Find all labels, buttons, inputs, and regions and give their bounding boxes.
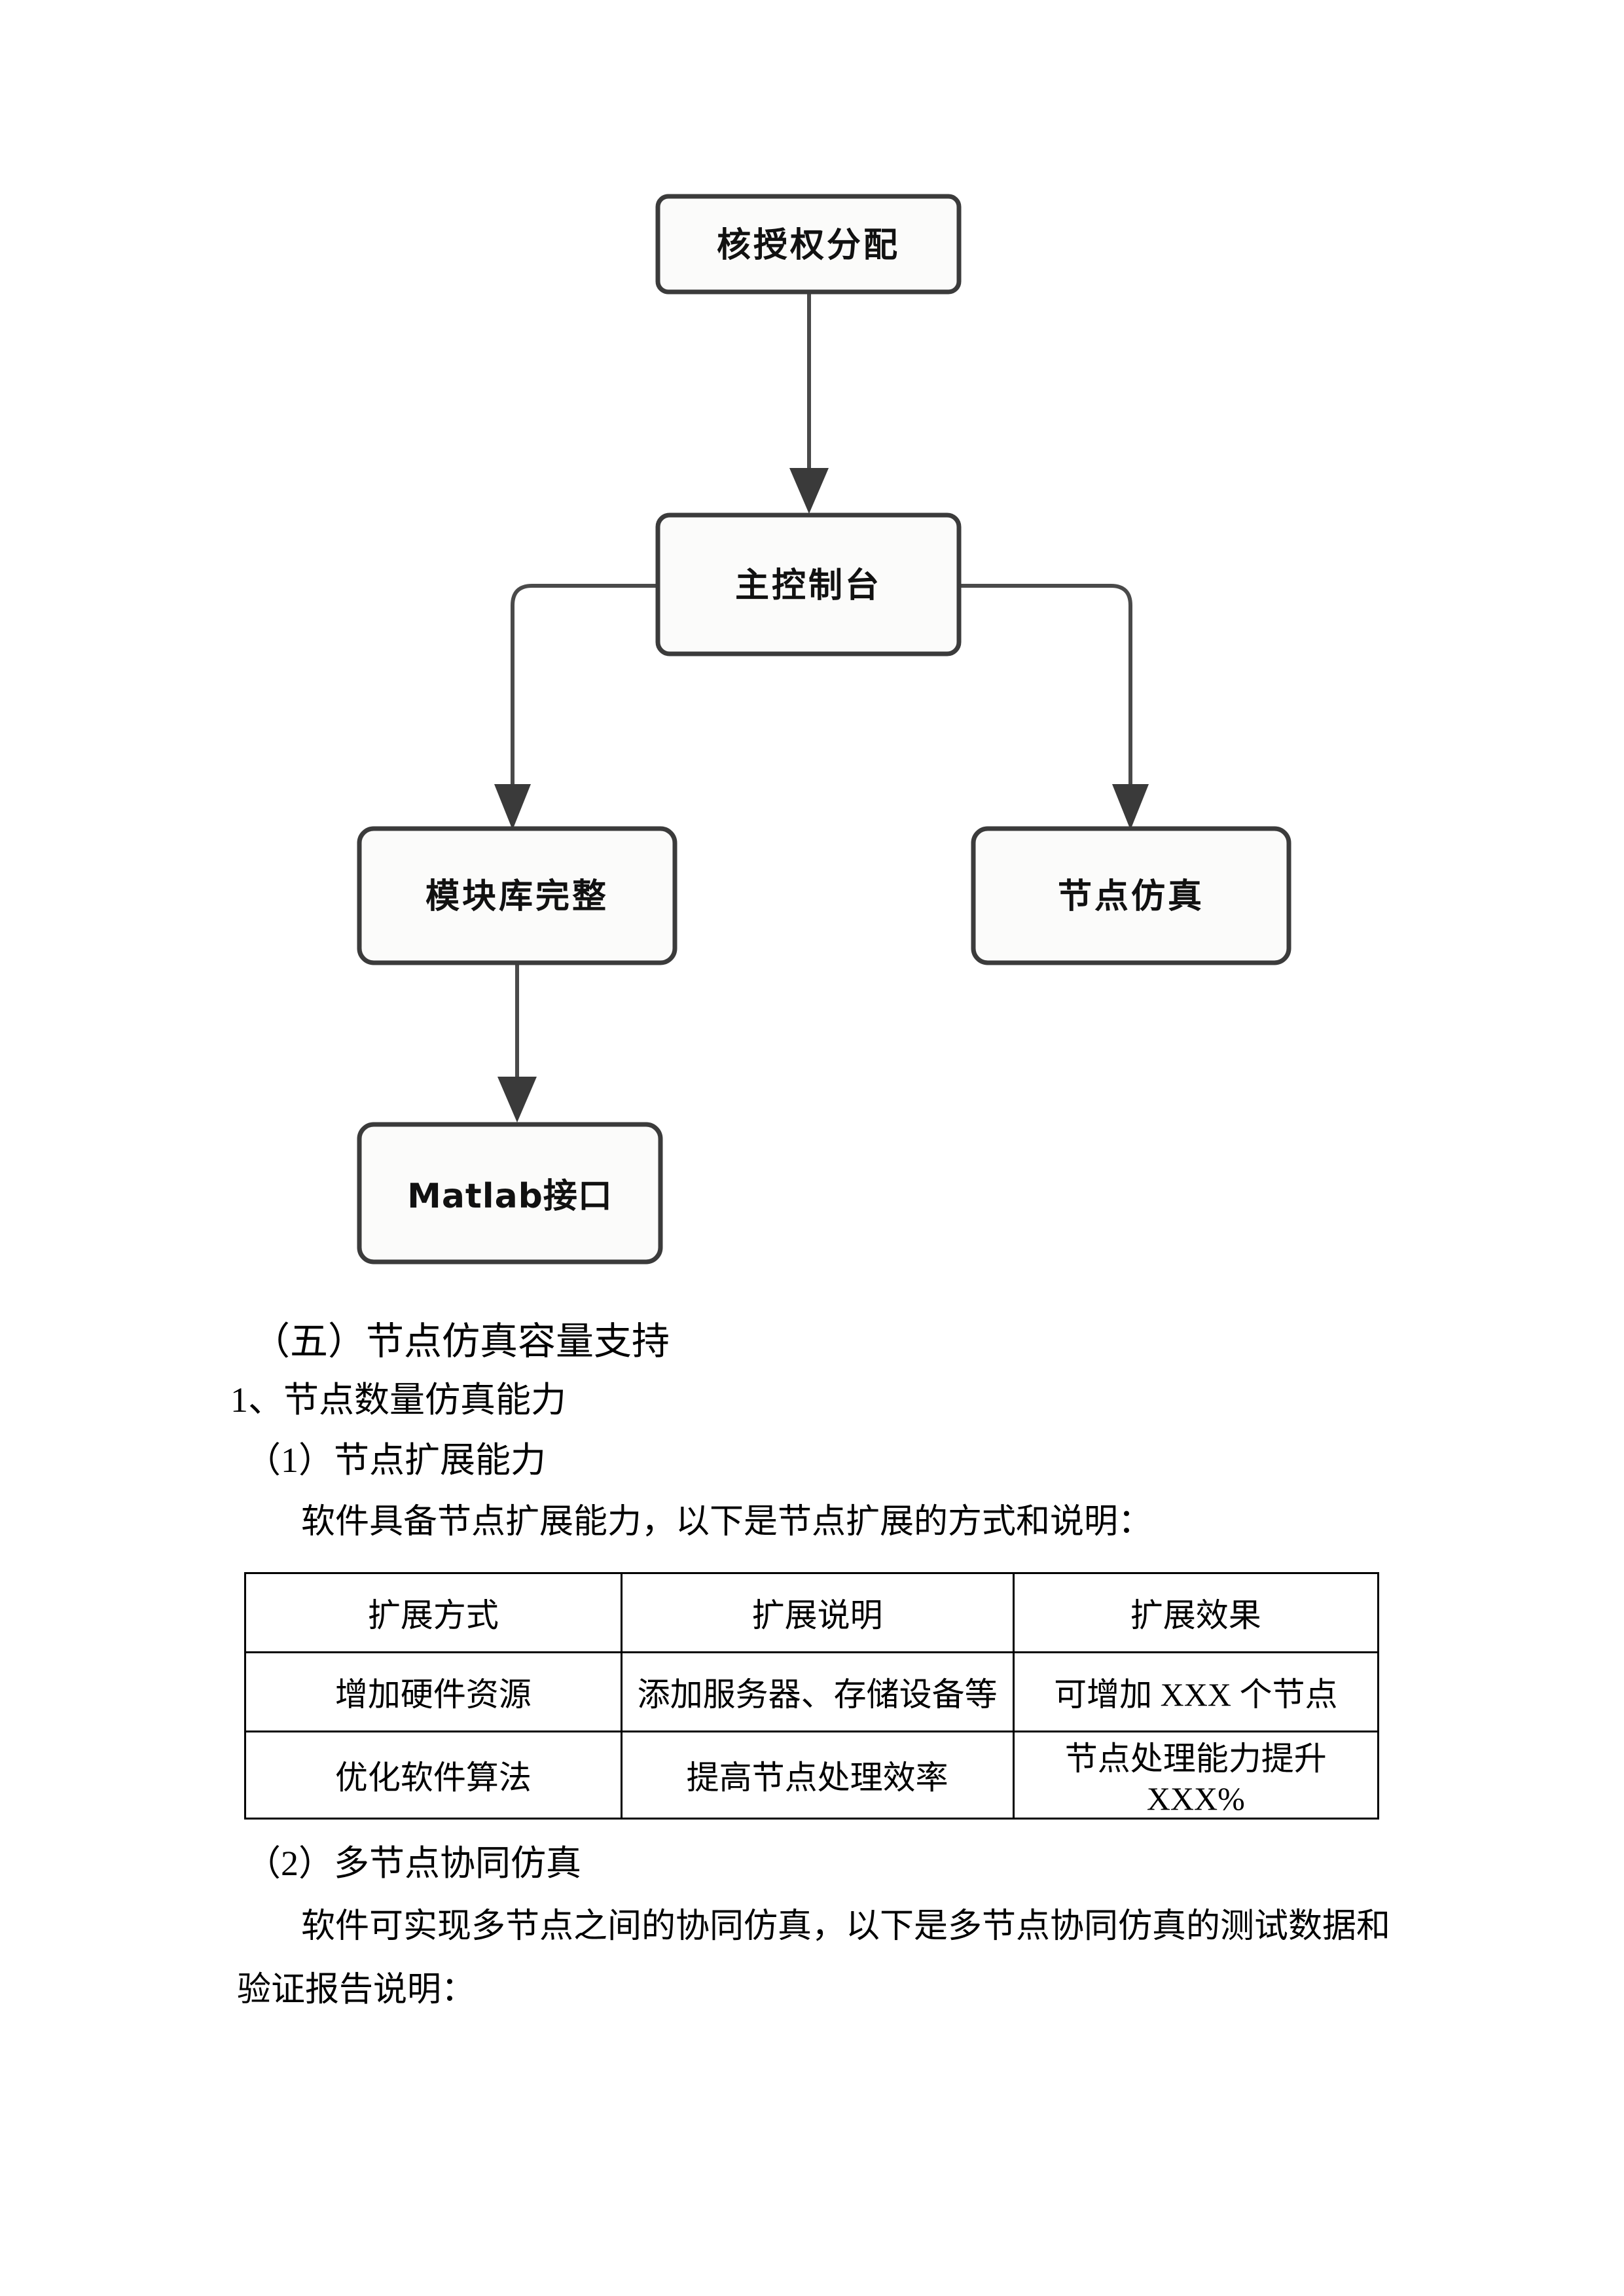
table-cell: 提高节点处理效率 [620,1731,1015,1820]
node-core-auth-label: 核授权分配 [717,226,900,265]
paragraph-multinode-line-2: 验证报告说明： [237,1971,476,2009]
node-node-sim-label: 节点仿真 [1058,877,1204,916]
table-cell: 可增加 XXX 个节点 [1012,1651,1380,1732]
table-row: 优化软件算法 提高节点处理效率 节点处理能力提升 XXX% [244,1731,1380,1820]
edge-main-console-to-node-sim [960,584,1149,830]
node-matlab-api-label: Matlab接口 [407,1177,613,1216]
node-main-console[interactable]: 主控制台 [655,512,962,656]
table-header-cell: 扩展说明 [620,1572,1015,1653]
node-module-lib[interactable]: 模块库完整 [357,826,677,965]
node-node-sim[interactable]: 节点仿真 [971,826,1291,965]
table-cell: 优化软件算法 [244,1731,623,1820]
edge-core-auth-to-main-console [789,292,829,514]
node-matlab-api[interactable]: Matlab接口 [357,1122,663,1265]
item-heading-2: （2）多节点协同仿真 [245,1844,581,1883]
node-core-auth[interactable]: 核授权分配 [655,194,962,295]
subsection-heading-1: 1、节点数量仿真能力 [230,1380,566,1420]
table-cell: 节点处理能力提升 XXX% [1012,1731,1380,1820]
table-cell: 添加服务器、存储设备等 [620,1651,1015,1732]
section-heading: （五）节点仿真容量支持 [252,1320,670,1363]
table-header-row: 扩展方式 扩展说明 扩展效果 [244,1572,1380,1653]
node-module-lib-label: 模块库完整 [425,877,609,916]
table-header-cell: 扩展方式 [244,1572,623,1653]
edge-module-lib-to-matlab-api [497,962,537,1122]
paragraph-node-expansion: 软件具备节点扩展能力，以下是节点扩展的方式和说明： [301,1503,1153,1541]
node-main-console-label: 主控制台 [735,566,882,605]
edge-main-console-to-module-lib [494,584,657,830]
table-cell: 增加硬件资源 [244,1651,623,1732]
paragraph-multinode-line-1: 软件可实现多节点之间的协同仿真，以下是多节点协同仿真的测试数据和 [301,1908,1391,1945]
expansion-capability-table: 扩展方式 扩展说明 扩展效果 增加硬件资源 添加服务器、存储设备等 可增加 XX… [244,1572,1380,1820]
item-heading-1: （1）节点扩展能力 [245,1441,546,1480]
table-header-cell: 扩展效果 [1012,1572,1380,1653]
architecture-flow-diagram: 核授权分配 主控制台 模块库完整 节点仿真 Matlab接口 [357,194,1291,1265]
table-row: 增加硬件资源 添加服务器、存储设备等 可增加 XXX 个节点 [244,1651,1380,1732]
